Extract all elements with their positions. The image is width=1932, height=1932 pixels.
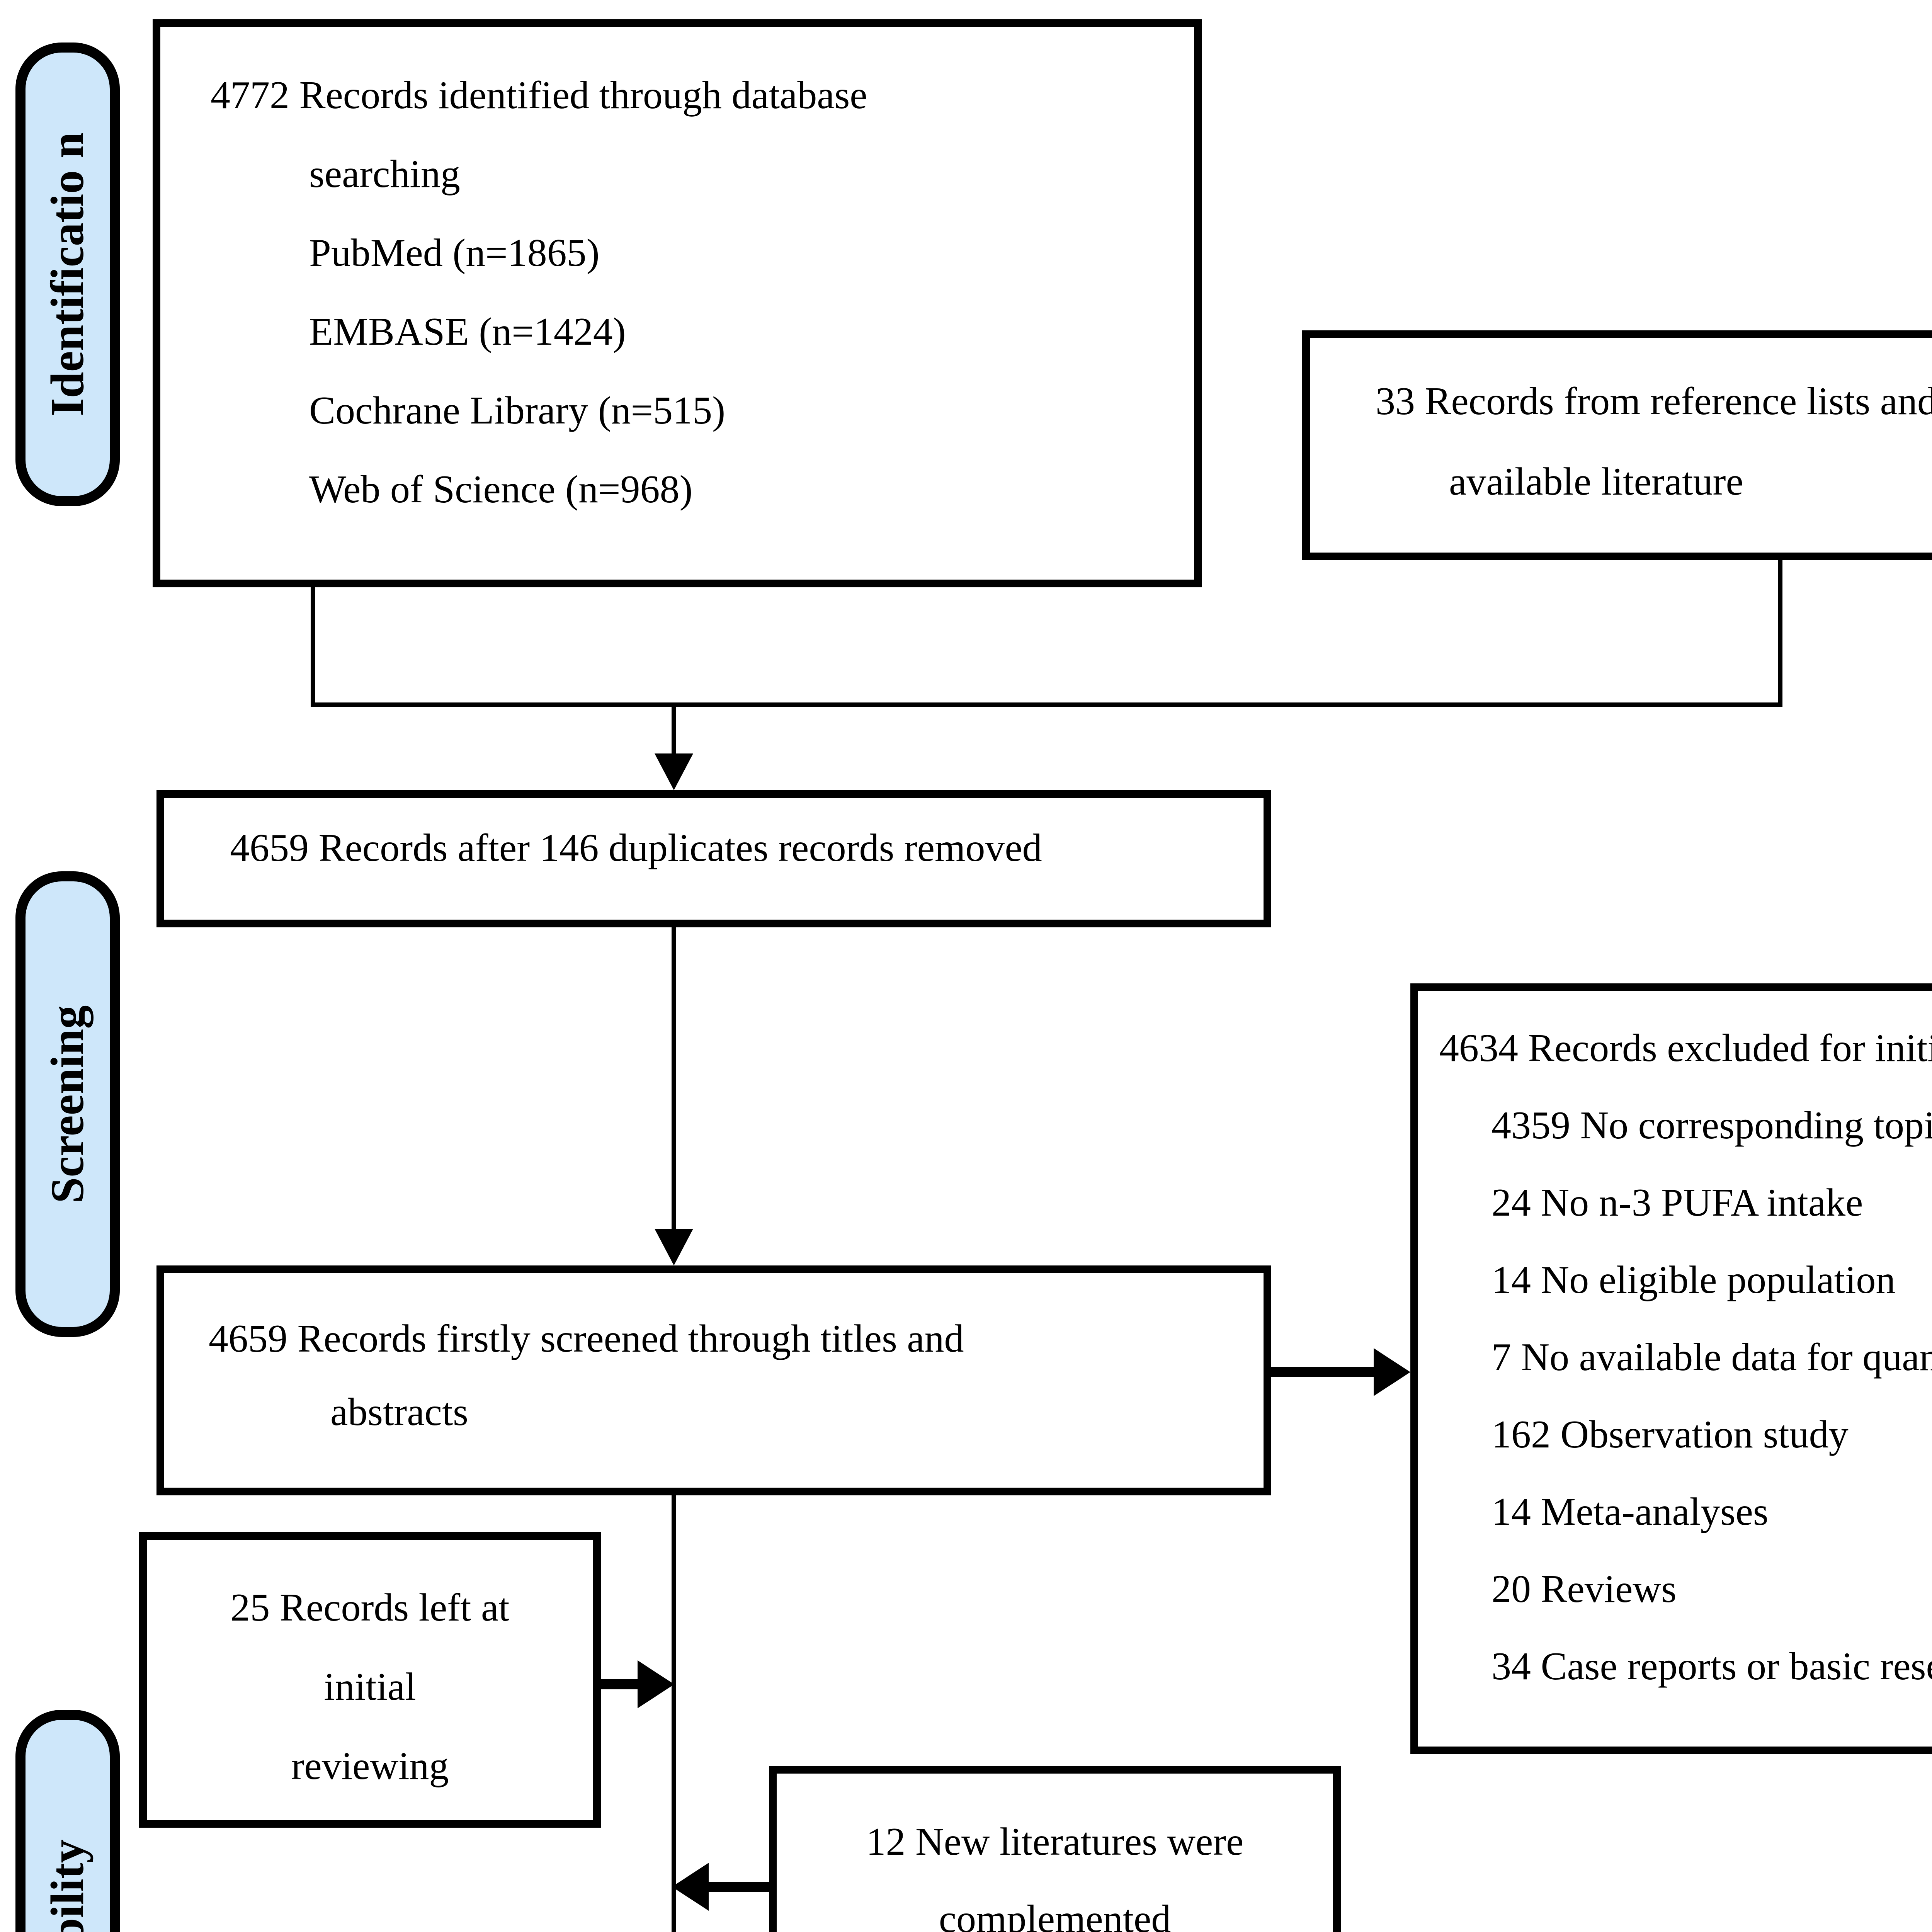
- box-database-records: 4772 Records identified through database…: [153, 19, 1202, 587]
- connector-dedup-to-screened: [672, 927, 676, 1233]
- text-line: abstracts: [330, 1390, 468, 1434]
- arrowhead-down-screened: [655, 1229, 693, 1265]
- box-reference-records: 33 Records from reference lists and othe…: [1302, 330, 1932, 560]
- text-line: available literature: [1449, 460, 1743, 503]
- box-title-abstract-screened: 4659 Records firstly screened through ti…: [156, 1265, 1271, 1495]
- stage-label: Eligibility: [41, 1839, 95, 1932]
- box-initial-screening-exclusions: 4634 Records excluded for initial screen…: [1410, 983, 1932, 1754]
- arrowhead-down-dedup: [655, 753, 693, 790]
- text-line: 4359 No corresponding topic: [1492, 1104, 1932, 1147]
- text-line: PubMed (n=1865): [309, 231, 600, 275]
- stage-eligibility: Eligibility: [15, 1710, 120, 1932]
- arrowhead-right-left-initial: [638, 1660, 674, 1708]
- text-line: 20 Reviews: [1492, 1567, 1677, 1611]
- text-line: 24 No n-3 PUFA intake: [1492, 1181, 1863, 1225]
- text-line: Cochrane Library (n=515): [309, 389, 726, 432]
- text-line: Web of Science (n=968): [309, 468, 693, 511]
- text-line: reviewing: [291, 1744, 449, 1788]
- stage-identification: Identificatio n: [15, 43, 120, 506]
- text-line: searching: [309, 152, 460, 196]
- text-line: 4659 Records firstly screened through ti…: [209, 1317, 964, 1361]
- stage-label: Screening: [41, 1005, 94, 1203]
- connector-left-initial-in: [601, 1679, 641, 1689]
- connector-identified-down: [311, 587, 315, 705]
- text-line: 4659 Records after 146 duplicates record…: [230, 826, 1042, 870]
- stage-label: Identificatio n: [41, 132, 94, 417]
- box-new-literatures: 12 New literatures were complemented: [769, 1766, 1341, 1932]
- box-records-left-initial-review: 25 Records left at initial reviewing: [139, 1532, 601, 1828]
- text-line: 12 New literatures were: [866, 1820, 1244, 1864]
- text-line: complemented: [939, 1897, 1171, 1932]
- box-deduplicated-records: 4659 Records after 146 duplicates record…: [156, 790, 1271, 927]
- text-line: 25 Records left at: [230, 1586, 510, 1629]
- connector-screened-to-exclusions: [1271, 1367, 1378, 1377]
- stage-screening: Screening: [15, 871, 120, 1337]
- connector-new-literatures-in: [709, 1882, 769, 1892]
- connector-merge-horizontal: [311, 702, 1782, 707]
- text-line: 4634 Records excluded for initial screen…: [1439, 1026, 1932, 1070]
- text-line: 14 Meta-analyses: [1492, 1490, 1769, 1534]
- text-line: 4772 Records identified through database: [211, 73, 867, 117]
- text-line: 33 Records from reference lists and othe…: [1376, 379, 1932, 423]
- text-line: 14 No eligible population: [1492, 1258, 1896, 1302]
- text-line: EMBASE (n=1424): [309, 310, 626, 354]
- connector-to-dedup: [672, 705, 676, 757]
- text-line: 162 Observation study: [1492, 1413, 1849, 1456]
- arrowhead-left-new-literatures: [672, 1863, 709, 1911]
- text-line: initial: [324, 1665, 416, 1709]
- connector-reference-down: [1778, 560, 1782, 705]
- text-line: 34 Case reports or basic researches: [1492, 1645, 1932, 1688]
- text-line: 7 No available data for quantitative ana…: [1492, 1335, 1932, 1379]
- connector-screened-to-fulltext: [672, 1495, 676, 1932]
- arrowhead-right-exclusions: [1374, 1348, 1410, 1396]
